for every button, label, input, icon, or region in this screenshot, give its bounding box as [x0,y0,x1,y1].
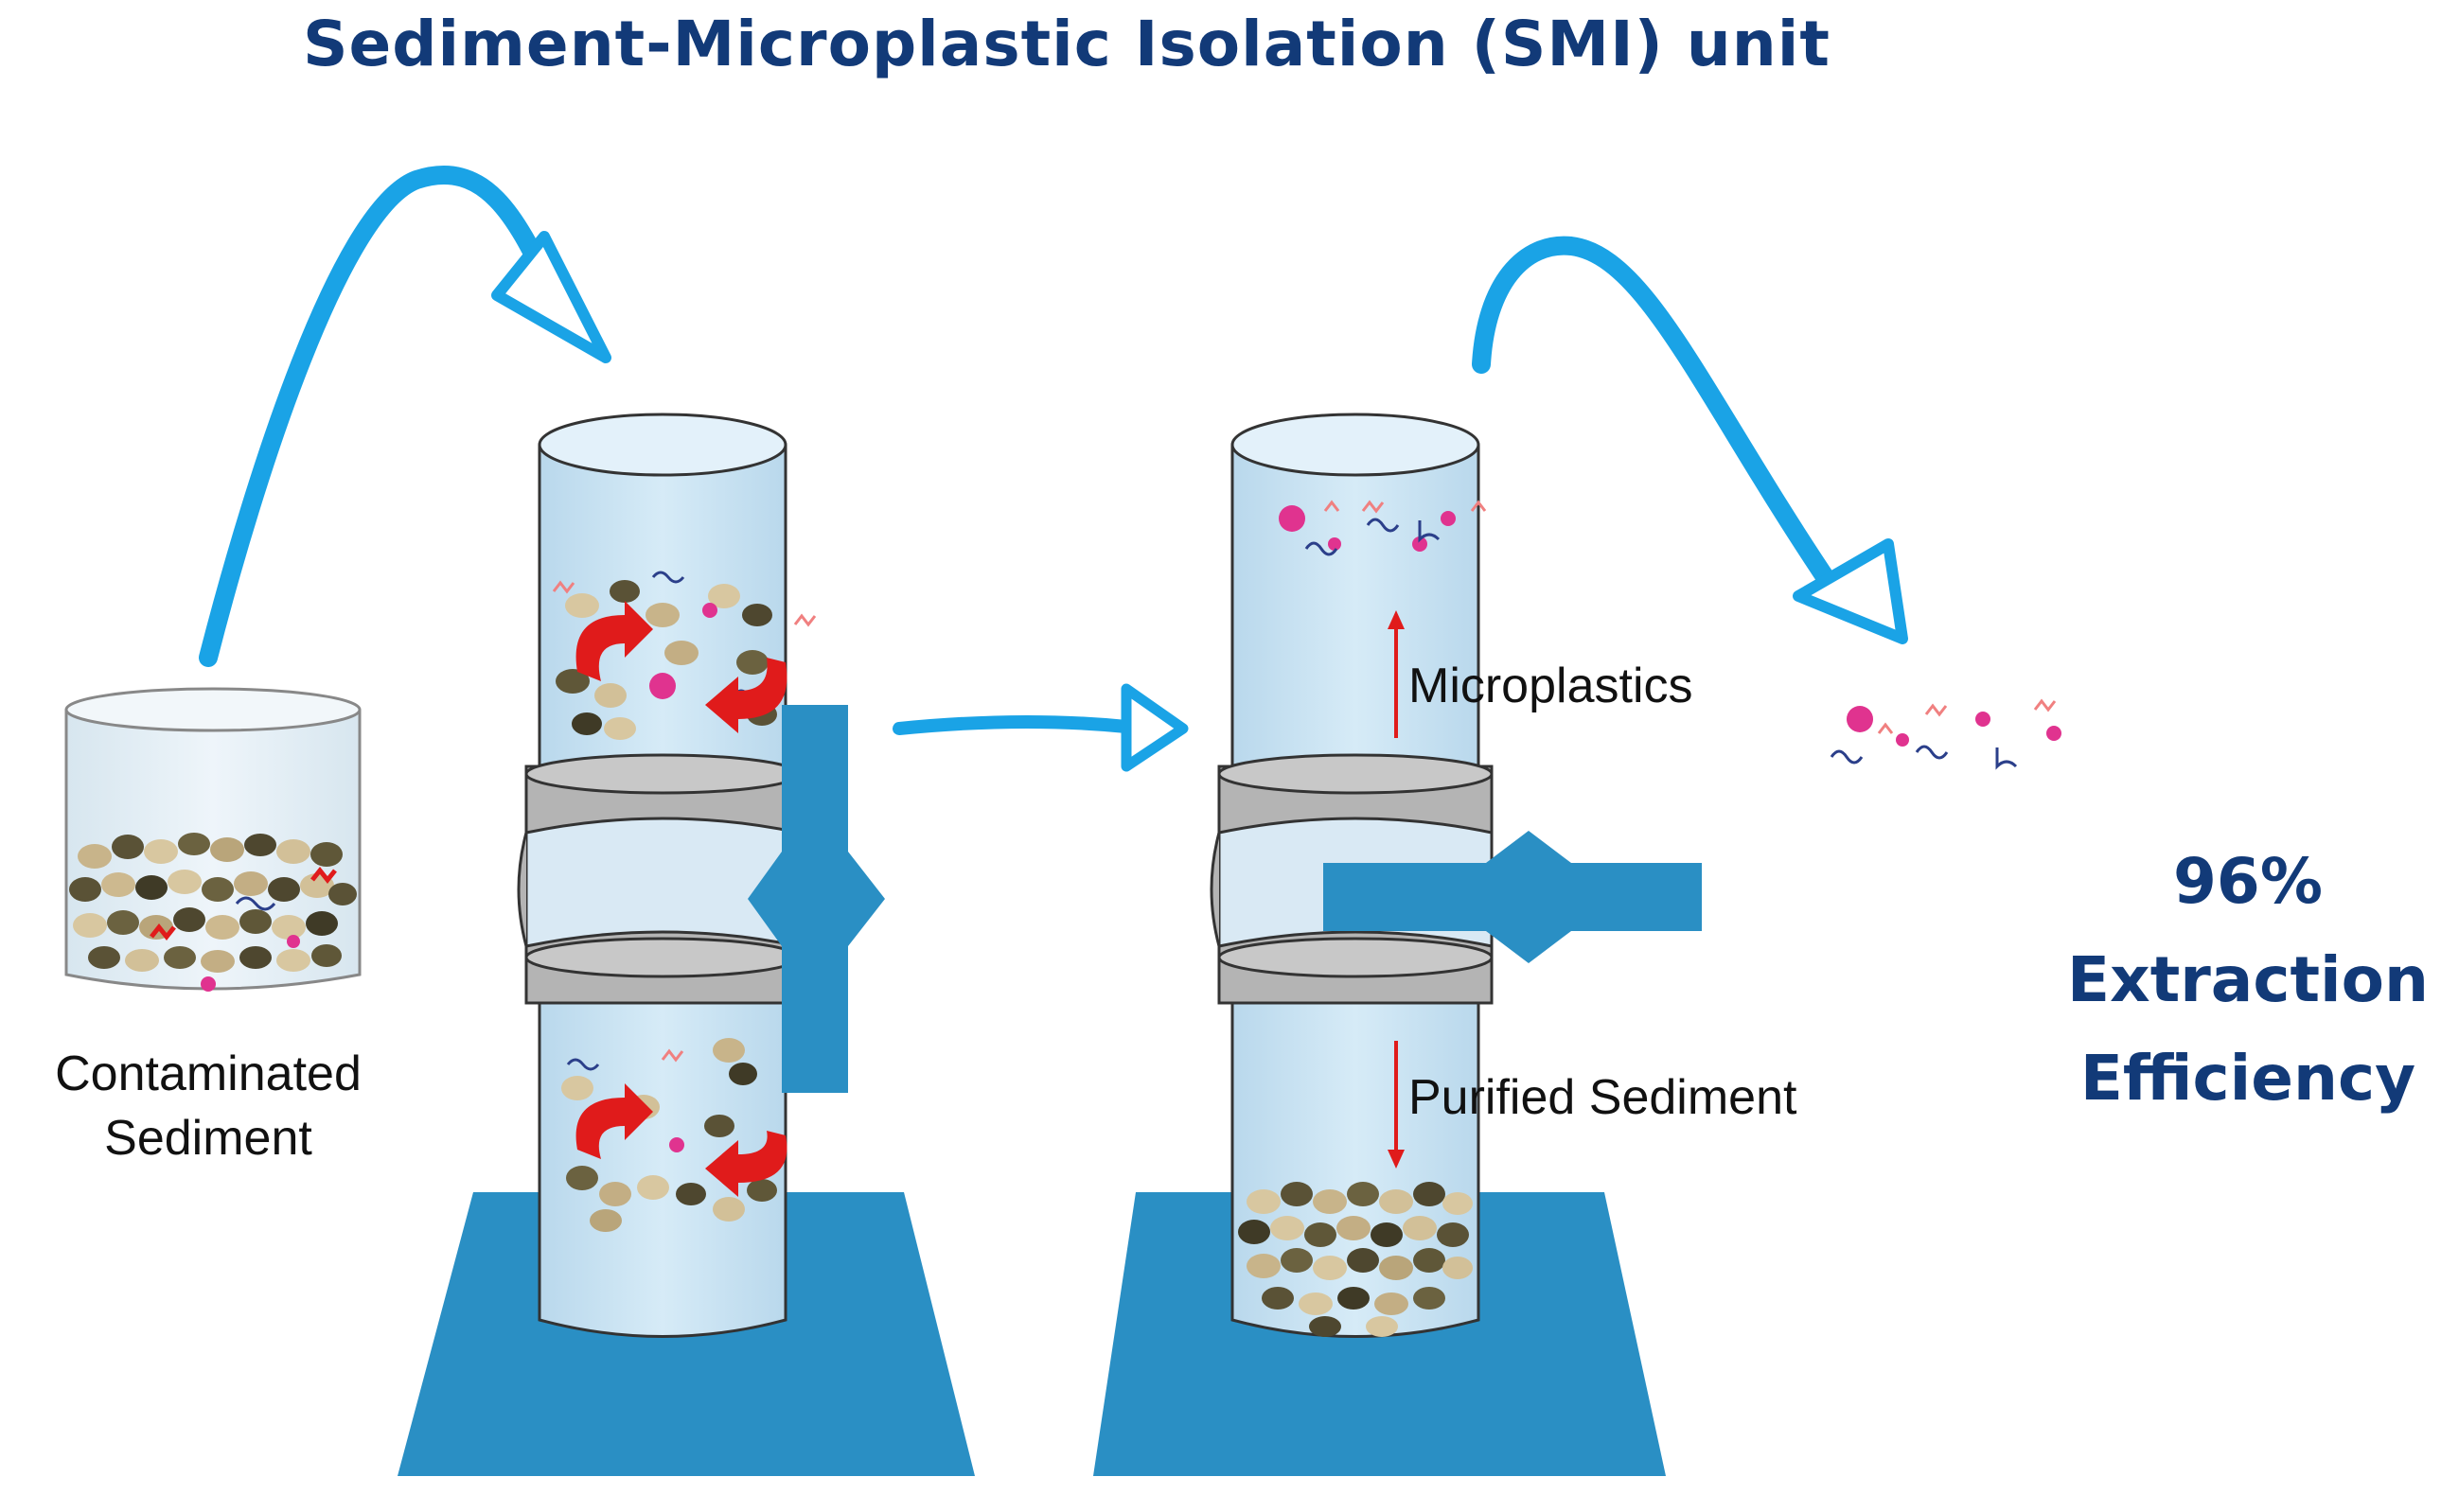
arrowhead-icon [1793,538,1908,644]
extracted-microplastics [1830,698,2061,770]
valve-handle-vertical [782,705,848,1093]
right-microplastics [1279,500,1487,556]
jar-sediment [69,833,357,992]
right-column [1093,413,1702,1476]
left-valve [517,705,885,1093]
right-settled-sediment [1238,1182,1473,1337]
rotation-arrow-icon [575,1083,653,1159]
contaminated-label-line1: Contaminated [55,1046,362,1101]
left-upper-mix [552,571,817,740]
flow-arrow-between-columns [893,683,1189,772]
diagram-title: Sediment-Microplastic Isolation (SMI) un… [303,8,1831,80]
arrowhead-icon [491,231,611,363]
efficiency-line3: Efficiency [2079,1042,2416,1115]
microplastics-label: Microplastics [1408,659,1693,713]
left-column [398,413,975,1476]
rotation-arrow-icon [705,1131,787,1197]
rotation-arrow-icon [575,601,653,681]
flow-arrow-to-column [199,165,611,667]
valve-handle-horizontal [1323,863,1702,931]
contaminated-label-line2: Sediment [104,1111,312,1166]
contaminated-jar [64,687,362,992]
contaminated-label: Contaminated Sediment [9,1046,407,1167]
arrowhead-icon [1121,683,1189,772]
efficiency-line2: Extraction [2067,943,2429,1016]
rotation-arrow-icon [705,658,787,733]
flow-arrow-to-output [1472,236,1908,644]
left-lower-mix [561,1038,787,1232]
purified-sediment-label: Purified Sediment [1408,1070,1797,1125]
efficiency-callout: 96% Extraction Efficiency [2035,833,2441,1128]
right-valve [1210,753,1702,1005]
efficiency-value: 96% [2173,845,2323,918]
